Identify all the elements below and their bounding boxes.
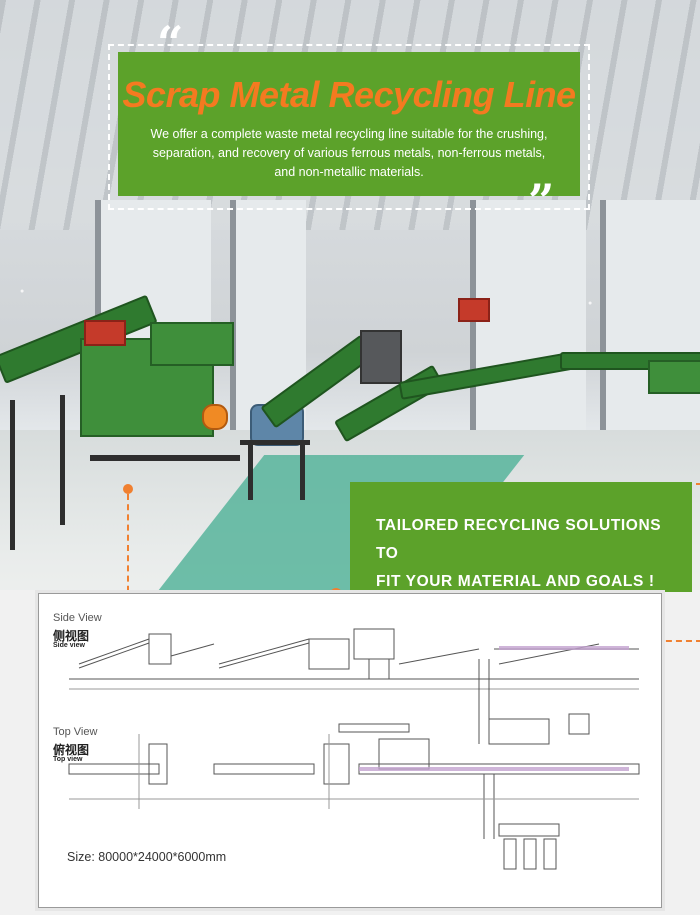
machine-frame: [240, 440, 310, 445]
connector-line: [127, 494, 129, 602]
machine-frame: [248, 440, 253, 500]
wall-panel: [600, 200, 700, 430]
banner-dashed-frame: [108, 44, 590, 210]
feed-hopper: [458, 298, 490, 322]
side-view-sub-label: Side view: [53, 642, 85, 649]
top-view-cn-label: 俯视图: [53, 743, 90, 757]
banner-description: We offer a complete waste metal recyclin…: [150, 127, 548, 179]
banner-panel: [118, 52, 580, 196]
side-view-cn-label: 侧视图: [53, 629, 90, 643]
callout-line-2: FIT YOUR MATERIAL AND GOALS !: [376, 573, 655, 590]
top-view-sub-label: Top view: [53, 756, 83, 763]
callout-panel: [350, 482, 692, 592]
machine-frame: [300, 440, 305, 500]
sorting-unit: [648, 360, 700, 394]
feed-hopper: [84, 320, 126, 346]
pulley-wheel: [202, 404, 228, 430]
open-quote-icon: “: [157, 16, 184, 70]
callout-line-1: TAILORED RECYCLING SOLUTIONS TO: [376, 517, 662, 562]
size-label: Size: 80000*24000*6000mm: [67, 850, 227, 864]
machine-frame: [10, 400, 15, 550]
separator-unit: [360, 330, 402, 384]
callout-text: TAILORED RECYCLING SOLUTIONS TO FIT YOUR…: [376, 512, 676, 596]
connector-dot: [123, 484, 133, 494]
machine-frame: [60, 395, 65, 525]
machine-frame: [90, 455, 240, 461]
watermark-logo: ●: [588, 300, 593, 307]
close-quote-icon: ”: [528, 174, 555, 228]
top-view-label: Top View: [53, 726, 98, 738]
layout-drawing: Side View 侧视图 Side view Top View 俯视图 Top…: [38, 593, 662, 908]
crusher-housing: [150, 322, 234, 366]
page-title: Scrap Metal Recycling Line: [122, 74, 576, 115]
watermark-logo: ●: [20, 288, 25, 295]
drawing-lines: [68, 628, 640, 870]
side-view-label: Side View: [53, 612, 102, 624]
